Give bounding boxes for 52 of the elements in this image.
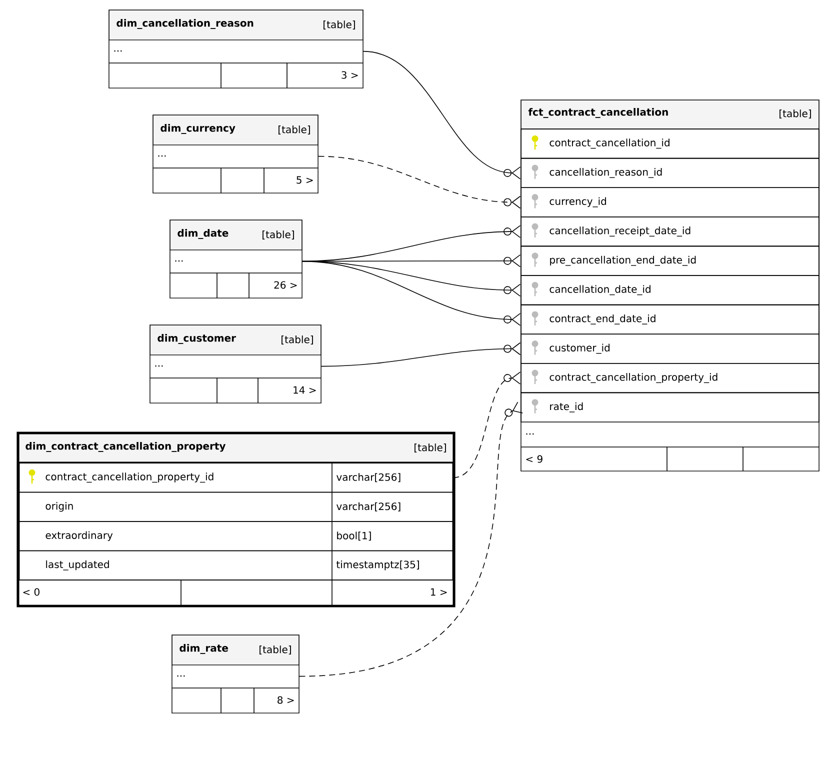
column-name: cancellation_reason_id — [550, 168, 662, 178]
column-name: contract_end_date_id — [550, 314, 656, 324]
column-name: cancellation_date_id — [550, 285, 650, 296]
table-type: [table] — [780, 110, 811, 118]
row-count: 5 > — [296, 176, 313, 184]
column-name: pre_cancellation_end_date_id — [550, 256, 696, 266]
column-name: origin — [46, 502, 73, 512]
table-type: [table] — [278, 126, 310, 134]
relationship-line — [362, 50, 521, 180]
table-name: dim_cancellation_reason — [116, 19, 254, 29]
table-type: [table] — [324, 20, 355, 30]
table-name: dim_rate — [180, 644, 228, 654]
column-type: varchar[256] — [336, 473, 400, 482]
column-name: currency_id — [550, 197, 606, 208]
row-count: 3 > — [342, 71, 358, 79]
column-name: last_updated — [46, 560, 109, 570]
column-name: contract_cancellation_property_id — [550, 373, 718, 384]
row-count: 26 > — [274, 281, 297, 289]
column-ellipsis: ... — [114, 50, 122, 52]
column-name: rate_id — [550, 402, 583, 412]
table-name: dim_currency — [160, 124, 236, 134]
column-name: extraordinary — [46, 531, 113, 541]
column-ellipsis: ... — [155, 365, 163, 367]
relationship-line — [452, 372, 521, 478]
column-ellipsis: ... — [175, 260, 183, 262]
table-type: [table] — [282, 336, 313, 344]
column-ellipsis: ... — [158, 155, 166, 157]
column-name: contract_cancellation_id — [550, 138, 670, 149]
column-ellipsis: ... — [526, 433, 534, 435]
column-type: bool[1] — [337, 532, 371, 541]
column-ellipsis: ... — [177, 675, 185, 677]
table-name: fct_contract_cancellation — [528, 108, 668, 118]
column-name: contract_cancellation_property_id — [46, 472, 214, 483]
relationship-line — [318, 156, 521, 209]
table-name: dim_contract_cancellation_property — [26, 442, 226, 452]
table-name: dim_customer — [158, 334, 236, 344]
table-name: dim_date — [178, 229, 228, 239]
row-count: 8 > — [278, 696, 294, 704]
row-count: 1 > — [430, 588, 447, 596]
row-count: < 0 — [23, 588, 40, 596]
row-count: 14 > — [294, 386, 316, 394]
column-type: varchar[256] — [336, 502, 400, 512]
table-type: [table] — [260, 646, 291, 654]
relationship-line — [302, 260, 521, 326]
row-count: < 9 — [526, 455, 542, 463]
relationship-line — [320, 342, 521, 367]
column-type: timestamptz[35] — [336, 560, 419, 570]
column-name: customer_id — [550, 344, 610, 354]
relationship-line — [298, 402, 524, 677]
table-type: [table] — [414, 444, 446, 452]
table-type: [table] — [262, 230, 294, 240]
column-name: cancellation_receipt_date_id — [550, 226, 690, 237]
